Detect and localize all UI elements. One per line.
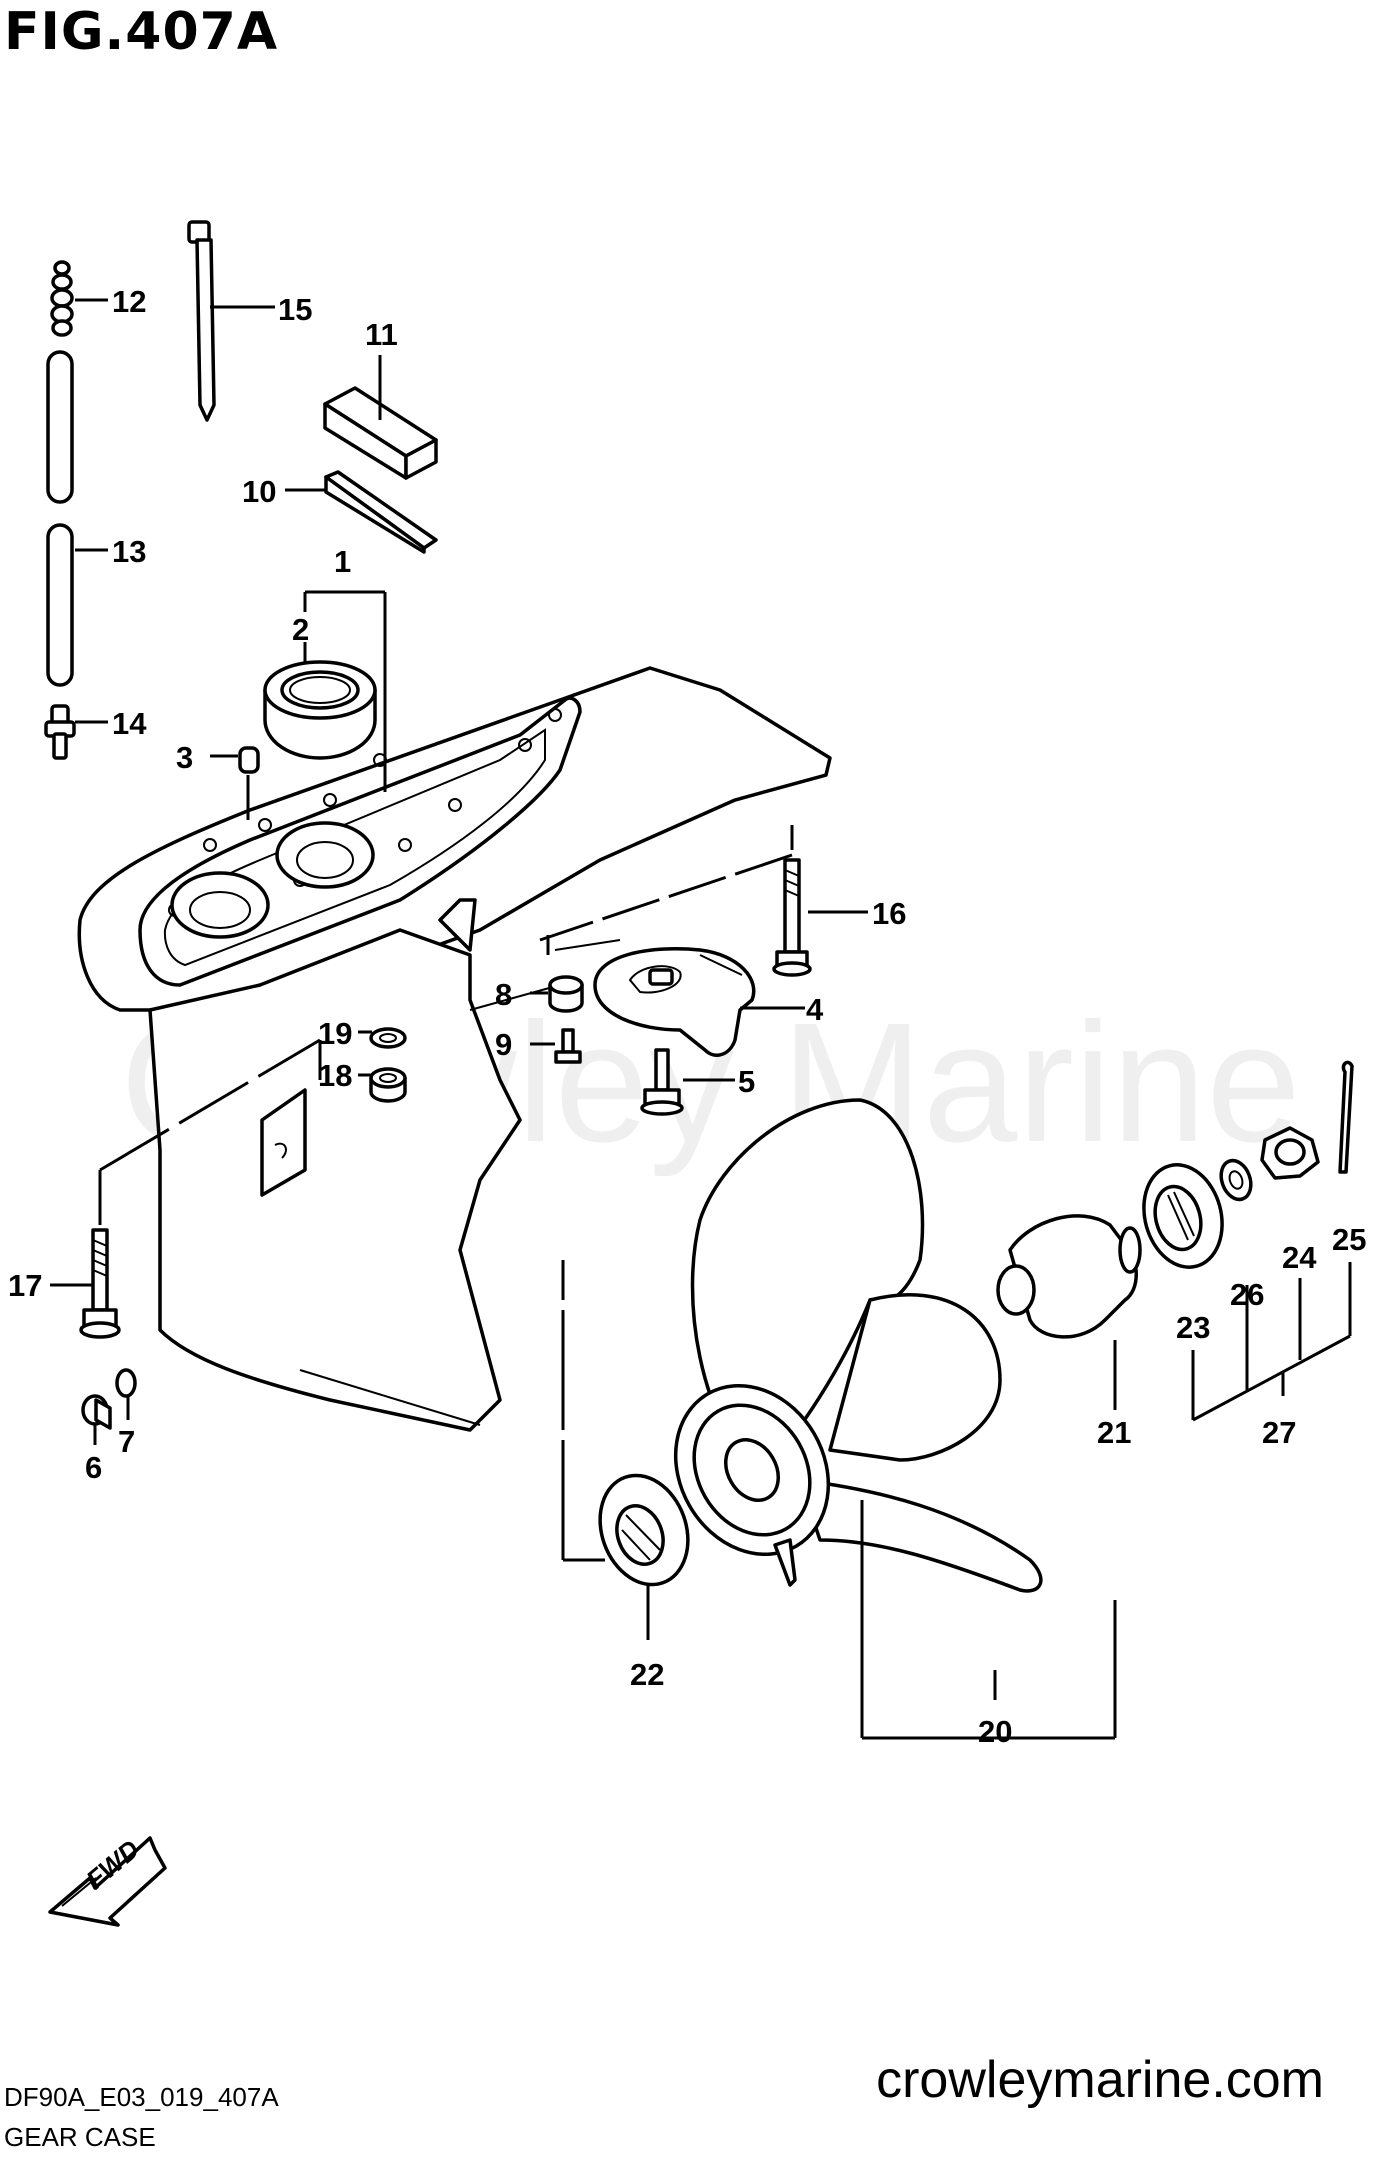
callout-14: 14 [112, 706, 147, 741]
callout-25: 25 [1332, 1222, 1366, 1257]
part-22-thrust-washer [598, 1473, 690, 1587]
leader-lines [50, 298, 1352, 1740]
part-17-bolt [79, 1228, 121, 1339]
part-14-fitting [44, 704, 76, 760]
gear-case-housing [77, 666, 832, 1432]
callout-1: 1 [334, 544, 351, 579]
callout-4: 4 [806, 992, 824, 1027]
part-15-cable-tie [187, 220, 216, 422]
part-4-trim-tab [593, 947, 756, 1057]
part-2-bearing [263, 660, 377, 760]
callout-9: 9 [495, 1027, 512, 1062]
callout-13: 13 [112, 534, 146, 569]
part-18-nut [369, 1067, 407, 1103]
callout-3: 3 [176, 740, 193, 775]
part-11-block [323, 386, 438, 480]
part-7-gasket [115, 1368, 137, 1398]
callout-10: 10 [242, 474, 276, 509]
callout-16: 16 [872, 896, 906, 931]
callout-labels: 1 2 3 4 5 6 7 8 9 10 11 12 13 14 15 16 1… [8, 284, 1366, 1749]
callout-12: 12 [112, 284, 146, 319]
part-25-cotter-pin [1338, 1060, 1354, 1174]
callout-24: 24 [1282, 1240, 1317, 1275]
part-13-hose [46, 350, 74, 687]
part-6-drain-plug [81, 1394, 112, 1430]
callout-5: 5 [738, 1064, 755, 1099]
diagram-caption: GEAR CASE [4, 2122, 156, 2152]
callout-15: 15 [278, 292, 312, 327]
part-12-grommet [50, 260, 74, 337]
figure-title: FIG.407A [4, 2, 279, 62]
part-5-screw [640, 1048, 684, 1116]
callout-6: 6 [85, 1450, 102, 1485]
part-16-bolt [772, 858, 812, 977]
part-24-castle-nut [1260, 1126, 1320, 1180]
callout-26: 26 [1230, 1277, 1264, 1312]
callout-8: 8 [495, 977, 512, 1012]
callout-2: 2 [292, 612, 309, 647]
callout-20: 20 [978, 1714, 1012, 1749]
diagram-code: DF90A_E03_019_407A [4, 2082, 279, 2112]
website-label: crowleymarine.com [876, 2051, 1324, 2109]
part-3-pin [238, 746, 260, 774]
part-23-spacer [1142, 1163, 1224, 1269]
part-8-collar [548, 975, 584, 1013]
callout-21: 21 [1097, 1415, 1131, 1450]
part-26-washer [1219, 1158, 1253, 1202]
callout-22: 22 [630, 1657, 664, 1692]
part-21-bushing [996, 1214, 1142, 1339]
callout-23: 23 [1176, 1310, 1210, 1345]
callout-19: 19 [318, 1016, 352, 1051]
part-19-washer [369, 1027, 407, 1049]
callout-17: 17 [8, 1268, 42, 1303]
part-20-propeller [673, 1098, 1043, 1593]
fwd-arrow-icon: FWD [48, 1834, 167, 1927]
part-9-screw [554, 1028, 582, 1064]
callout-18: 18 [318, 1058, 352, 1093]
part-10-strip [324, 470, 438, 554]
callout-7: 7 [118, 1424, 135, 1459]
callout-11: 11 [365, 317, 398, 352]
callout-27: 27 [1262, 1415, 1296, 1450]
